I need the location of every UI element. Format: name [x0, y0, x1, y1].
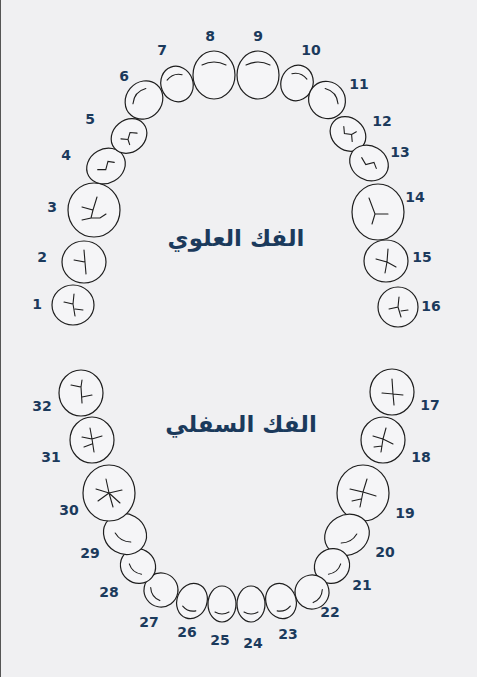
tooth	[370, 369, 414, 415]
tooth	[193, 51, 235, 99]
tooth-number: 4	[61, 148, 71, 162]
tooth-number: 18	[411, 450, 430, 464]
tooth-number: 21	[352, 578, 371, 592]
tooth-number: 6	[119, 69, 129, 83]
tooth-number: 32	[32, 399, 51, 413]
tooth-number: 24	[243, 636, 262, 650]
tooth-number: 5	[85, 112, 95, 126]
tooth	[361, 417, 405, 463]
tooth-number: 2	[37, 250, 47, 264]
tooth	[352, 184, 404, 240]
tooth	[70, 417, 114, 463]
tooth	[68, 183, 120, 237]
tooth-number: 9	[253, 29, 263, 43]
tooth-number: 23	[278, 627, 297, 641]
tooth	[343, 138, 395, 187]
tooth	[237, 586, 265, 622]
tooth-number: 27	[139, 615, 158, 629]
tooth-number: 11	[349, 77, 368, 91]
tooth	[59, 370, 103, 416]
tooth	[156, 62, 198, 107]
tooth-number: 3	[47, 200, 57, 214]
tooth-number: 31	[41, 450, 60, 464]
tooth-number: 22	[320, 605, 339, 619]
tooth	[378, 287, 418, 327]
tooth-number: 16	[421, 299, 440, 313]
jaw-label: الفك العلوي	[168, 227, 305, 250]
tooth-number: 13	[390, 145, 409, 159]
tooth-number: 12	[372, 114, 391, 128]
tooth	[52, 285, 94, 325]
tooth	[208, 586, 236, 622]
tooth-number: 25	[210, 633, 229, 647]
tooth-number: 17	[420, 398, 439, 412]
tooth-number: 29	[80, 546, 99, 560]
tooth	[337, 465, 389, 521]
tooth-number: 10	[301, 43, 320, 57]
tooth-number: 20	[375, 545, 394, 559]
tooth-number: 26	[177, 625, 196, 639]
tooth-number: 14	[405, 190, 424, 204]
tooth	[83, 465, 135, 521]
tooth	[62, 241, 106, 283]
tooth-number: 19	[395, 506, 414, 520]
tooth	[261, 579, 302, 623]
tooth-number: 30	[59, 503, 78, 517]
tooth	[364, 240, 408, 282]
jaw-label: الفك السفلي	[165, 413, 317, 436]
tooth-number: 7	[157, 43, 167, 57]
tooth	[237, 51, 279, 99]
tooth-number: 15	[412, 250, 431, 264]
tooth-number: 8	[205, 29, 215, 43]
tooth-number: 1	[32, 297, 42, 311]
tooth-number: 28	[99, 585, 118, 599]
